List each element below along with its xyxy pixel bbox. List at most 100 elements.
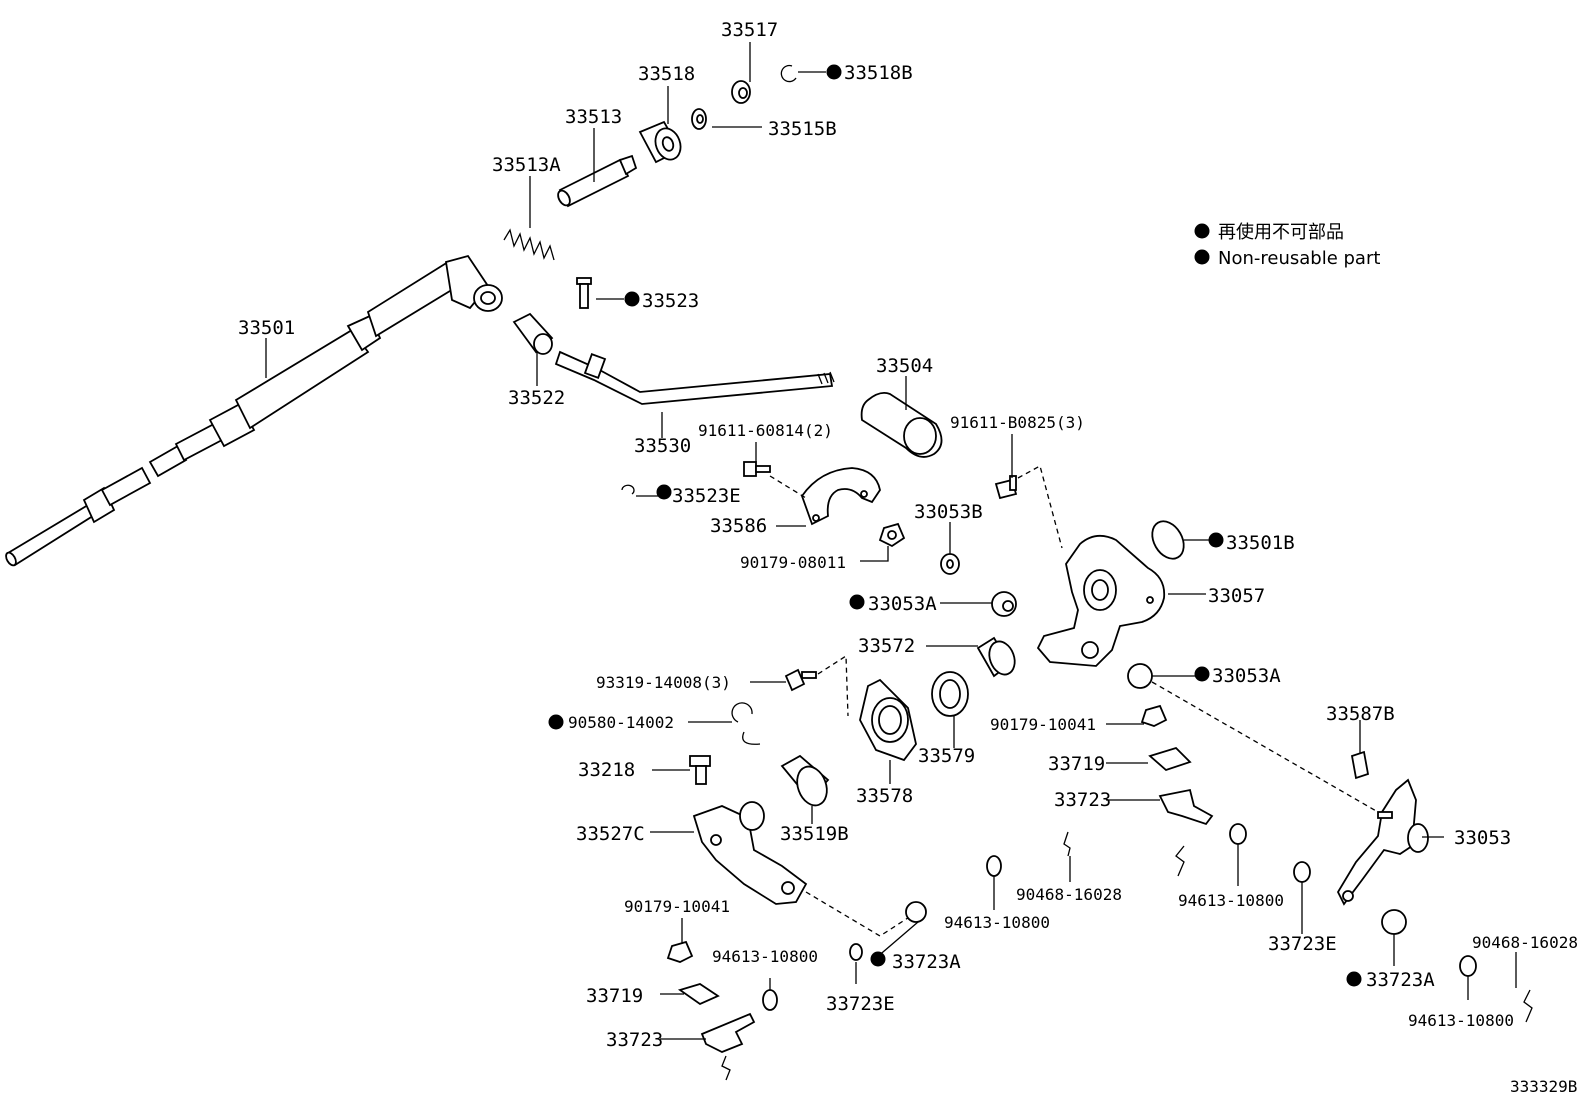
label-33723-lower[interactable]: 33723 [606,1029,663,1051]
washer-33515B[interactable] [691,108,707,130]
bushing-33723A-lower[interactable] [905,901,927,923]
label-94613-10800-lower[interactable]: 94613-10800 [712,947,818,966]
leader-33053A-dash [1151,681,1379,813]
label-33218[interactable]: 33218 [578,759,635,781]
leader-33527C-dash [805,891,915,937]
link-33723-upper[interactable] [1158,788,1214,877]
label-33053A-lower[interactable]: 33053A [1212,665,1281,687]
label-94613-10800-mid[interactable]: 94613-10800 [944,913,1050,932]
pin-33523[interactable] [576,277,592,309]
spring-90580-14002[interactable] [731,702,761,745]
clip-33518B[interactable] [780,64,797,83]
washer-33053B[interactable] [940,553,960,575]
label-33519B[interactable]: 33519B [780,823,849,845]
label-33518B[interactable]: 33518B [844,62,913,84]
label-33518[interactable]: 33518 [638,63,695,85]
label-94613-10800-farright[interactable]: 94613-10800 [1408,1011,1514,1030]
bolt-93319-14008[interactable] [784,668,817,692]
label-33572[interactable]: 33572 [858,635,915,657]
label-91611-60814[interactable]: 91611-60814(2) [698,421,833,440]
legend: 再使用不可部品 Non-reusable part [1218,222,1380,269]
spring-33513A[interactable] [503,228,555,261]
label-33723A-lower[interactable]: 33723A [892,951,961,973]
bushing-33723A-right[interactable] [1381,909,1407,935]
bolt-91611-B0825[interactable] [994,475,1018,500]
label-33501B[interactable]: 33501B [1226,532,1295,554]
shift-lever-33501[interactable] [4,254,503,567]
block-33522[interactable] [512,312,554,355]
label-94613-10800-right[interactable]: 94613-10800 [1178,891,1284,910]
lever-33053[interactable] [1336,778,1429,906]
label-33053B[interactable]: 33053B [914,501,983,523]
leader-93319-dash [817,654,849,717]
link-33723-lower[interactable] [700,1012,756,1081]
label-93319-14008[interactable]: 93319-14008(3) [596,673,731,692]
label-90580-14002[interactable]: 90580-14002 [568,713,674,732]
clip-33719-lower[interactable] [677,983,720,1006]
label-90179-08011[interactable]: 90179-08011 [740,553,846,572]
label-33513A[interactable]: 33513A [492,154,561,176]
label-90468-16028-farright[interactable]: 90468-16028 [1472,933,1578,952]
clip-33587B[interactable] [1350,750,1370,780]
clip-33719-upper[interactable] [1148,746,1192,772]
lever-33527C[interactable] [692,801,808,905]
washer-94613-10800-mid[interactable] [986,855,1002,877]
label-33723A-right[interactable]: 33723A [1366,969,1435,991]
label-33587B[interactable]: 33587B [1326,703,1395,725]
washer-94613-10800-lower[interactable] [762,989,778,1011]
pin-33513[interactable] [556,154,638,208]
label-33530[interactable]: 33530 [634,435,691,457]
label-33513[interactable]: 33513 [565,106,622,128]
pin-90468-16028-farright[interactable] [1523,989,1533,1023]
leader-lines [265,42,1517,1040]
label-33522[interactable]: 33522 [508,387,565,409]
pin-90468-16028-upper[interactable] [1063,831,1071,857]
label-33523[interactable]: 33523 [642,290,699,312]
bushing-33518[interactable] [638,120,685,164]
label-91611-B0825[interactable]: 91611-B0825(3) [950,413,1085,432]
figure-code: 333329B [1510,1077,1577,1096]
label-33579[interactable]: 33579 [918,745,975,767]
label-33053[interactable]: 33053 [1454,827,1511,849]
label-33515B[interactable]: 33515B [768,118,837,140]
rod-33530[interactable] [554,350,835,405]
label-33501[interactable]: 33501 [238,317,295,339]
washer-94613-10800-farright[interactable] [1459,955,1477,977]
knob-33504[interactable] [860,391,943,458]
oring-33501B[interactable] [1146,516,1190,565]
label-33719-upper[interactable]: 33719 [1048,753,1105,775]
washer-94613-10800-right[interactable] [1229,823,1247,845]
label-33523E[interactable]: 33523E [672,485,741,507]
bracket-33586[interactable] [800,467,881,526]
label-90179-10041-upper[interactable]: 90179-10041 [990,715,1096,734]
boot-33519B[interactable] [780,754,832,810]
bolt-91611-60814[interactable] [743,461,771,477]
collar-33572[interactable] [976,636,1019,678]
housing-33057[interactable] [1036,534,1166,667]
label-33586[interactable]: 33586 [710,515,767,537]
label-33527C[interactable]: 33527C [576,823,645,845]
label-33719-lower[interactable]: 33719 [586,985,643,1007]
clip-33723E-lower[interactable] [849,943,863,961]
label-33723-upper[interactable]: 33723 [1054,789,1111,811]
bushing-33053A-lower[interactable] [1127,663,1153,689]
label-33578[interactable]: 33578 [856,785,913,807]
nut-90179-08011[interactable] [878,522,906,548]
bushing-33053A-upper[interactable] [991,591,1017,617]
plate-33578[interactable] [859,678,917,762]
washer-33517[interactable] [731,80,751,104]
nut-90179-10041-lower[interactable] [666,940,694,963]
nut-90179-10041-upper[interactable] [1140,704,1168,727]
label-33723E-right[interactable]: 33723E [1268,933,1337,955]
plug-33218[interactable] [689,755,711,785]
label-90179-10041-lower[interactable]: 90179-10041 [624,897,730,916]
label-33504[interactable]: 33504 [876,355,933,377]
label-33053A-upper[interactable]: 33053A [868,593,937,615]
label-33517[interactable]: 33517 [721,19,778,41]
clip-33723E-right[interactable] [1293,861,1311,883]
seal-33579[interactable] [931,671,969,717]
label-33057[interactable]: 33057 [1208,585,1265,607]
label-33723E-lower[interactable]: 33723E [826,993,895,1015]
clip-33523E[interactable] [621,484,635,495]
label-90468-16028-upper[interactable]: 90468-16028 [1016,885,1122,904]
